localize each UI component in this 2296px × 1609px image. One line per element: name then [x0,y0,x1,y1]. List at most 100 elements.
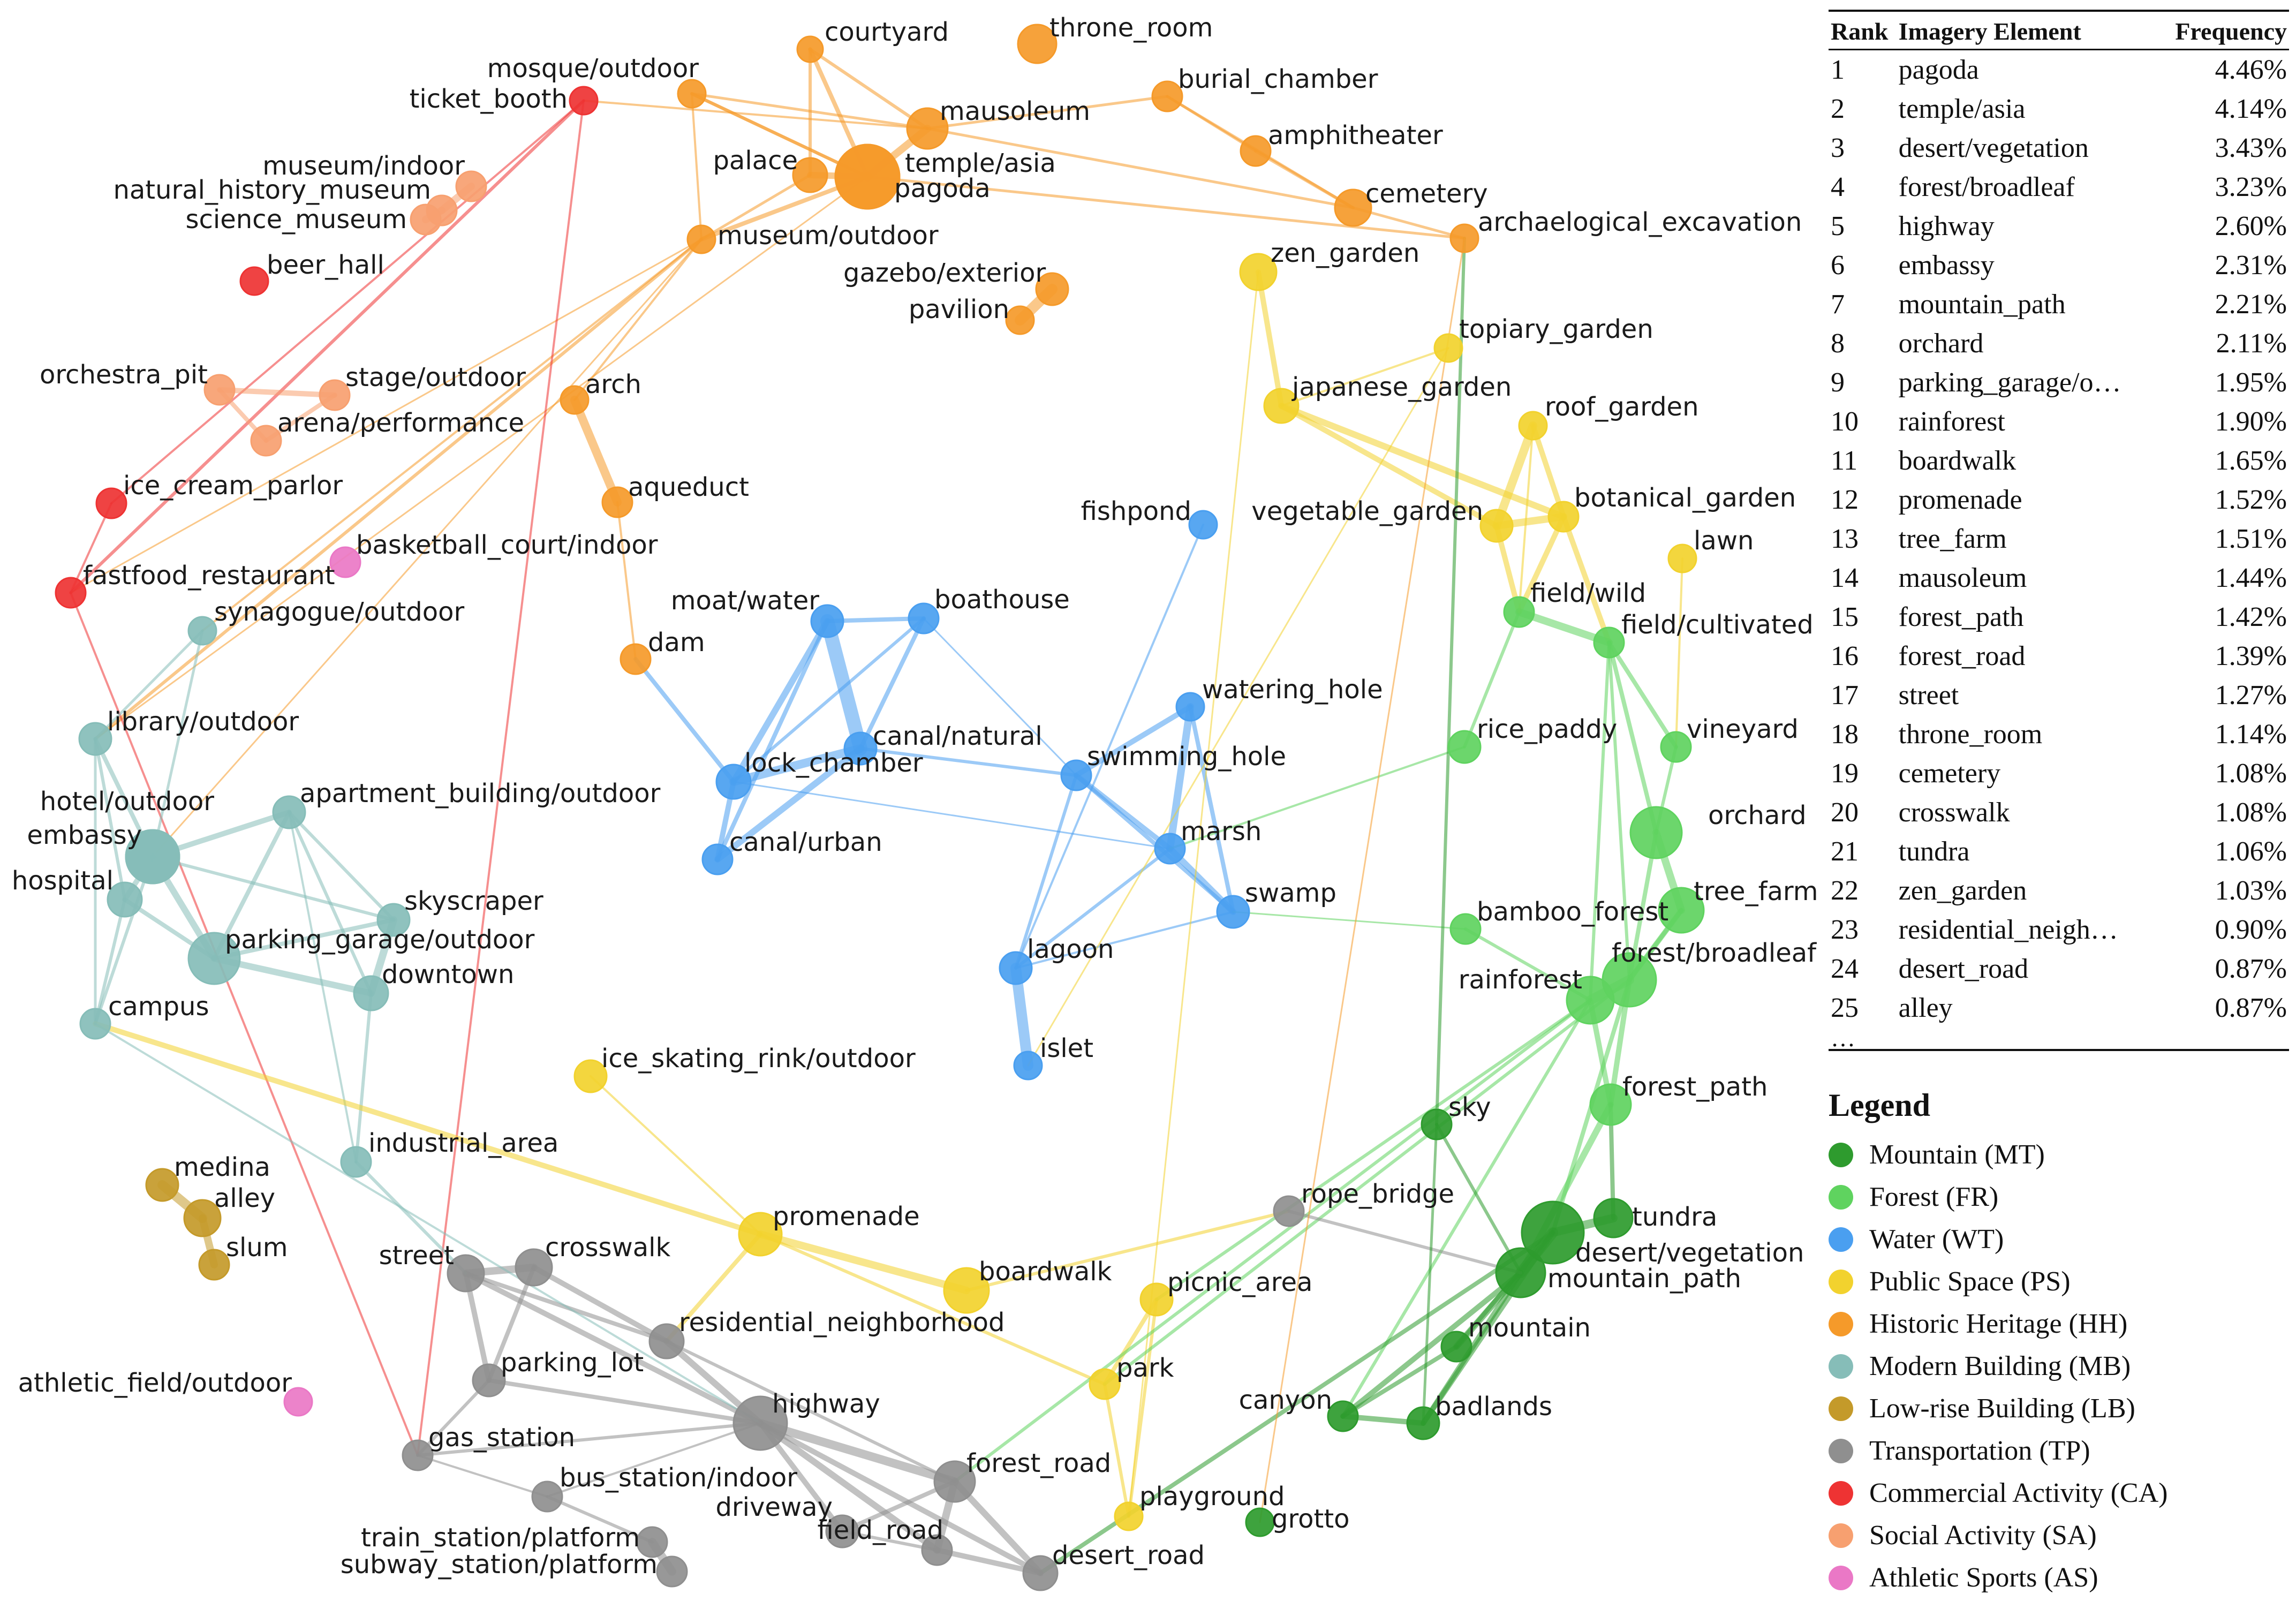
legend-item-as: Athletic Sports (AS) [1829,1557,2167,1599]
element-cell: pagoda [1898,54,1979,85]
frequency-cell: 1.90% [2215,406,2287,437]
edge-lock-chamber-dam [633,657,736,784]
element-cell: orchard [1898,328,1984,359]
node-watering-hole [1175,692,1205,722]
rank-cell: 15 [1831,601,1859,632]
legend-label: Athletic Sports (AS) [1869,1562,2098,1593]
edge-bamboo-forest-swamp [1232,911,1467,930]
node-canal-urban [701,843,734,875]
edge-campus-highway [94,1023,761,1424]
rank-cell: 6 [1831,250,1845,281]
legend-item-wt: Water (WT) [1829,1218,2167,1260]
edge-crosswalk-residential-neighborhood [531,1265,669,1344]
element-column-header: Imagery Element [1896,11,2173,50]
edge-japanese-garden-topiary-garden [1280,347,1449,407]
frequency-cell: 1.14% [2215,719,2287,750]
node-courtyard [796,35,824,63]
legend-item-mt: Mountain (MT) [1829,1134,2167,1176]
node-forest-road [933,1460,976,1503]
edge-sky-mountain-path [1435,1123,1522,1274]
edge-sky-archaelogical-excavation [1435,237,1466,1126]
frequency-cell: 2.31% [2215,250,2287,281]
legend-swatch [1829,1311,1853,1336]
edge-archaelogical-excavation-grotto [1259,237,1466,1523]
legend-item-hh: Historic Heritage (HH) [1829,1303,2167,1345]
legend-swatch [1829,1523,1853,1548]
node-label-roof-garden: roof_garden [1545,392,1699,422]
node-label-forest-road: forest_road [966,1448,1111,1478]
frequency-cell: 1.03% [2215,875,2287,906]
element-cell: residential_neigh… [1898,914,2118,945]
node-cemetery [1334,188,1372,227]
node-subway-station-platform [656,1555,688,1588]
node-label-desert-vegetation: desert/vegetation [1575,1238,1804,1268]
node-mausoleum [906,107,949,150]
node-label-temple-asia: temple/asia [905,148,1056,178]
node-hospital [107,881,143,918]
legend-label: Low-rise Building (LB) [1869,1393,2135,1424]
node-label-canyon: canyon [1239,1385,1332,1415]
frequency-cell: 2.21% [2215,289,2287,320]
node-roof-garden [1518,411,1548,441]
node-park [1089,1368,1121,1400]
node-label-arena-performance: arena/performance [277,408,524,438]
edge-moat-water-canal-urban [715,619,829,862]
node-label-mausoleum: mausoleum [940,96,1090,126]
legend-swatch [1829,1227,1853,1252]
legend-label: Public Space (PS) [1869,1266,2071,1297]
edge-promenade-boardwalk [757,1230,970,1294]
legend-swatch [1829,1565,1853,1590]
node-bamboo-forest [1449,913,1482,945]
node-label-palace: palace [713,146,798,176]
node-throne-room [1017,24,1058,64]
node-label-alley: alley [214,1183,275,1213]
node-label-parking-lot: parking_lot [501,1348,644,1378]
rank-cell: 2 [1831,93,1845,124]
frequency-cell: 1.95% [2215,367,2287,398]
node-badlands [1406,1406,1440,1440]
edge-hotel-outdoor-skyscraper [151,855,395,921]
edge-hospital-campus [94,898,126,1025]
node-islet [1013,1051,1043,1081]
edge-ice-skating-rink-outdoor-promenade [590,1075,761,1235]
element-cell: tree_farm [1898,523,2007,554]
node-label-orchard: orchard [1708,800,1807,830]
edge-residential-neighborhood-forest-road [665,1340,956,1483]
node-vineyard [1660,731,1692,763]
node-label-rice-paddy: rice_paddy [1477,714,1617,744]
frequency-cell: 1.51% [2215,523,2287,554]
node-label-grotto: grotto [1272,1504,1350,1534]
node-crosswalk [515,1248,553,1287]
node-arena-performance [250,425,282,457]
node-medina [145,1168,179,1202]
frequency-cell: 3.23% [2215,171,2287,202]
rank-cell: 5 [1831,210,1845,241]
node-picnic-area [1139,1282,1174,1317]
element-cell: rainforest [1898,406,2005,437]
edge-apartment-building-outdoor-skyscraper [288,811,395,921]
legend-label: Forest (FR) [1869,1182,1999,1212]
edge-marsh-watering-hole [1166,703,1194,852]
legend-item-sa: Social Activity (SA) [1829,1514,2167,1557]
node-label-medina: medina [174,1152,270,1182]
node-label-field-road: field_road [818,1515,944,1545]
edge-apartment-building-outdoor-parking-garage-outdoor [212,810,291,961]
node-industrial-area [340,1146,372,1178]
node-desert-vegetation [1521,1200,1585,1265]
node-orchestra-pit [203,374,236,406]
element-cell: forest_path [1898,601,2024,632]
edge-ticket-booth-gas-station [417,100,585,1456]
node-label-watering-hole: watering_hole [1202,675,1383,705]
node-label-industrial-area: industrial_area [368,1128,558,1158]
node-lagoon [999,951,1033,985]
edge-roof-garden-botanical-garden [1530,423,1566,519]
frequency-cell: 1.44% [2215,562,2287,593]
node-label-pavilion: pavilion [909,294,1009,324]
element-cell: tundra [1898,836,1970,867]
rank-cell: 22 [1831,875,1859,906]
